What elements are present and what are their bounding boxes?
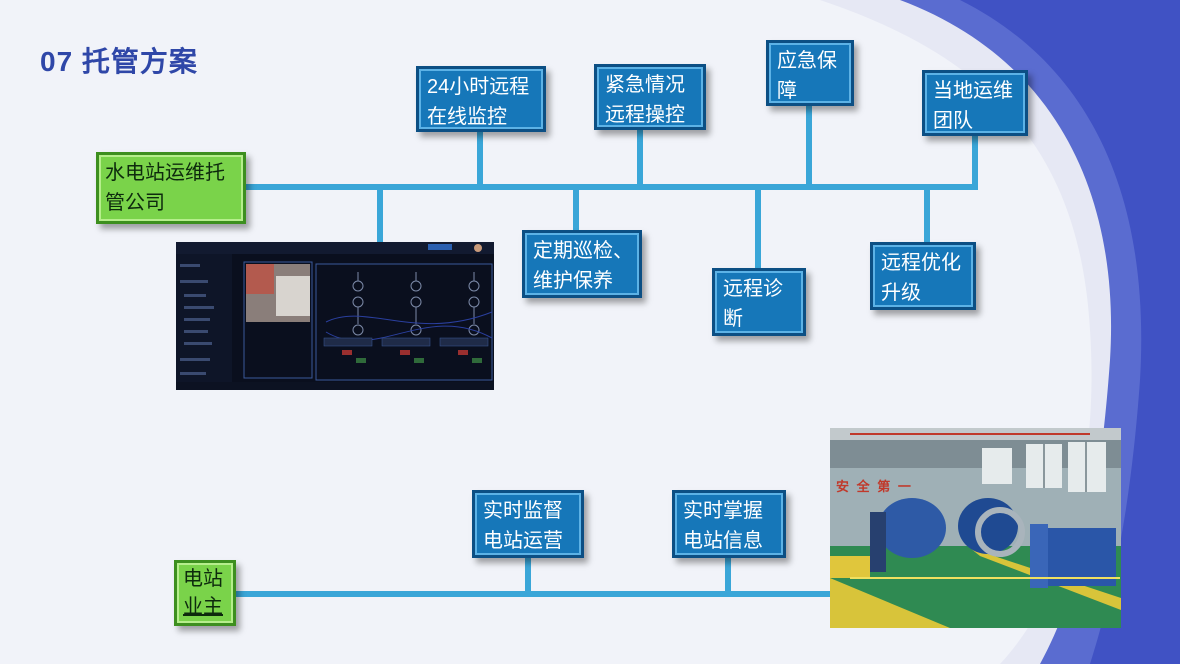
hydro-station-photo: 安 全 第 一 — [830, 428, 1121, 628]
service-label-line1: 24小时远程 — [427, 76, 530, 98]
connector-screen — [377, 188, 383, 242]
connector-diagnosis — [755, 188, 761, 270]
connector-supervise — [525, 556, 531, 593]
owner-box-line1: 电站 — [183, 568, 223, 590]
service-label-line1: 当地运维 — [933, 80, 1013, 102]
bottom-main-line — [234, 591, 832, 597]
service-label-line2: 在线监控 — [427, 106, 507, 128]
connector-upgrade — [924, 188, 930, 242]
connector-local-team — [972, 134, 978, 190]
service-label-line2: 电站信息 — [683, 530, 763, 552]
service-label-line2: 电站运营 — [483, 530, 563, 552]
hydro-station-graphic — [830, 428, 1121, 628]
connector-emergency-guarantee — [806, 104, 812, 186]
service-label-line2: 远程操控 — [605, 104, 685, 126]
service-label-line1: 远程诊 — [723, 278, 783, 300]
owner-box-line2: 业主 — [183, 596, 223, 618]
monitoring-screenshot — [176, 242, 494, 390]
service-label-line1: 实时监督 — [483, 500, 563, 522]
service-box-info: 实时掌握 电站信息 — [672, 490, 786, 558]
company-box-line2: 管公司 — [105, 192, 165, 214]
page-title: 07 托管方案 — [40, 46, 198, 77]
service-box-inspection: 定期巡检、 维护保养 — [522, 230, 642, 298]
service-label-line1: 实时掌握 — [683, 500, 763, 522]
service-box-emergency-control: 紧急情况 远程操控 — [594, 64, 706, 130]
service-label-line2: 维护保养 — [533, 270, 613, 292]
service-box-monitor: 24小时远程 在线监控 — [416, 66, 546, 132]
top-main-line — [246, 184, 978, 190]
service-label-line2: 障 — [777, 80, 797, 102]
company-box: 水电站运维托 管公司 — [96, 152, 246, 224]
service-box-diagnosis: 远程诊 断 — [712, 268, 806, 336]
service-label-line2: 断 — [723, 308, 743, 330]
monitoring-screenshot-graphic — [176, 242, 494, 390]
service-label-line1: 紧急情况 — [605, 74, 685, 96]
service-box-upgrade: 远程优化 升级 — [870, 242, 976, 310]
service-label-line1: 应急保 — [777, 50, 837, 72]
service-label-line2: 升级 — [881, 282, 921, 304]
connector-monitor — [477, 130, 483, 186]
safety-sign: 安 全 第 一 — [836, 479, 913, 494]
connector-emergency-control — [637, 128, 643, 186]
connector-info — [725, 556, 731, 593]
service-label-line1: 远程优化 — [881, 252, 961, 274]
owner-box: 电站 业主 — [174, 560, 236, 626]
service-box-emergency-guarantee: 应急保 障 — [766, 40, 854, 106]
service-box-supervise: 实时监督 电站运营 — [472, 490, 584, 558]
connector-inspection — [573, 188, 579, 230]
service-label-line2: 团队 — [933, 110, 973, 132]
service-label-line1: 定期巡检、 — [533, 240, 633, 262]
company-box-line1: 水电站运维托 — [105, 162, 225, 184]
service-box-local-team: 当地运维 团队 — [922, 70, 1028, 136]
